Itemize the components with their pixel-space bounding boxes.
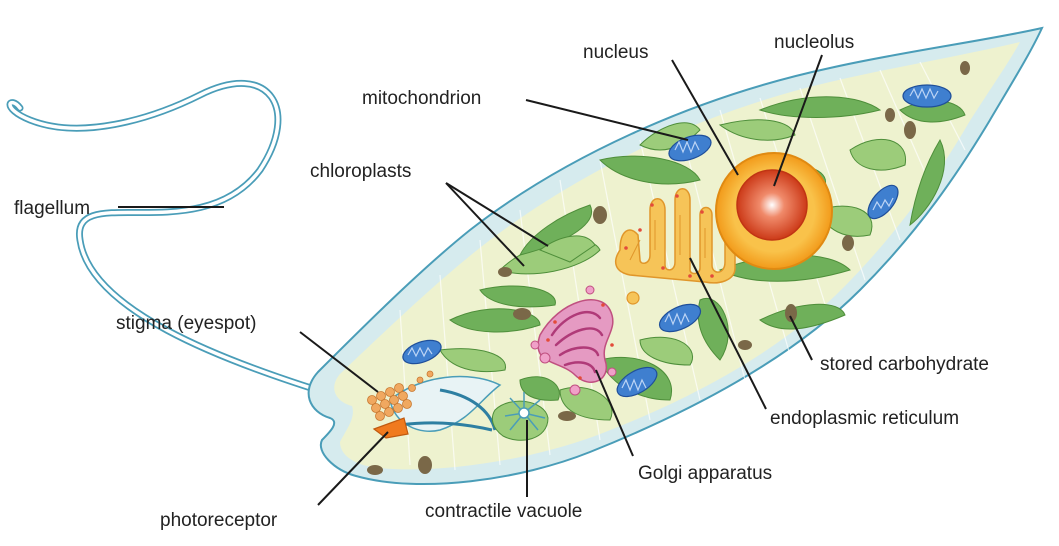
labels: flagellum mitochondrion chloroplasts nuc… xyxy=(14,32,989,531)
label-endoplasmic-reticulum: endoplasmic reticulum xyxy=(770,408,959,429)
mitochondrion-6 xyxy=(616,366,658,398)
nucleolus xyxy=(736,169,808,241)
golgi-apparatus xyxy=(530,285,617,396)
contractile-vacuole xyxy=(491,392,549,441)
label-chloroplasts: chloroplasts xyxy=(310,161,411,182)
endoplasmic-reticulum xyxy=(614,188,736,305)
label-nucleus: nucleus xyxy=(583,42,649,63)
label-stored-carbohydrate: stored carbohydrate xyxy=(820,354,989,375)
reservoir xyxy=(389,375,502,432)
leader-lines xyxy=(118,54,823,506)
mitochondrion-3 xyxy=(867,184,899,220)
mitochondrion-4 xyxy=(658,303,702,333)
label-contractile-vacuole: contractile vacuole xyxy=(425,501,582,522)
nucleus xyxy=(715,152,833,270)
label-stigma: stigma (eyespot) xyxy=(116,313,256,334)
label-golgi-apparatus: Golgi apparatus xyxy=(638,463,772,484)
label-mitochondrion: mitochondrion xyxy=(362,88,481,109)
flagellum xyxy=(6,80,334,398)
mitochondria xyxy=(402,84,952,398)
label-photoreceptor: photoreceptor xyxy=(160,510,278,531)
label-flagellum: flagellum xyxy=(14,198,90,219)
photoreceptor xyxy=(372,417,409,439)
label-nucleolus: nucleolus xyxy=(774,32,854,53)
mitochondria-cristae xyxy=(407,87,939,392)
stigma-eyespot xyxy=(367,370,434,421)
